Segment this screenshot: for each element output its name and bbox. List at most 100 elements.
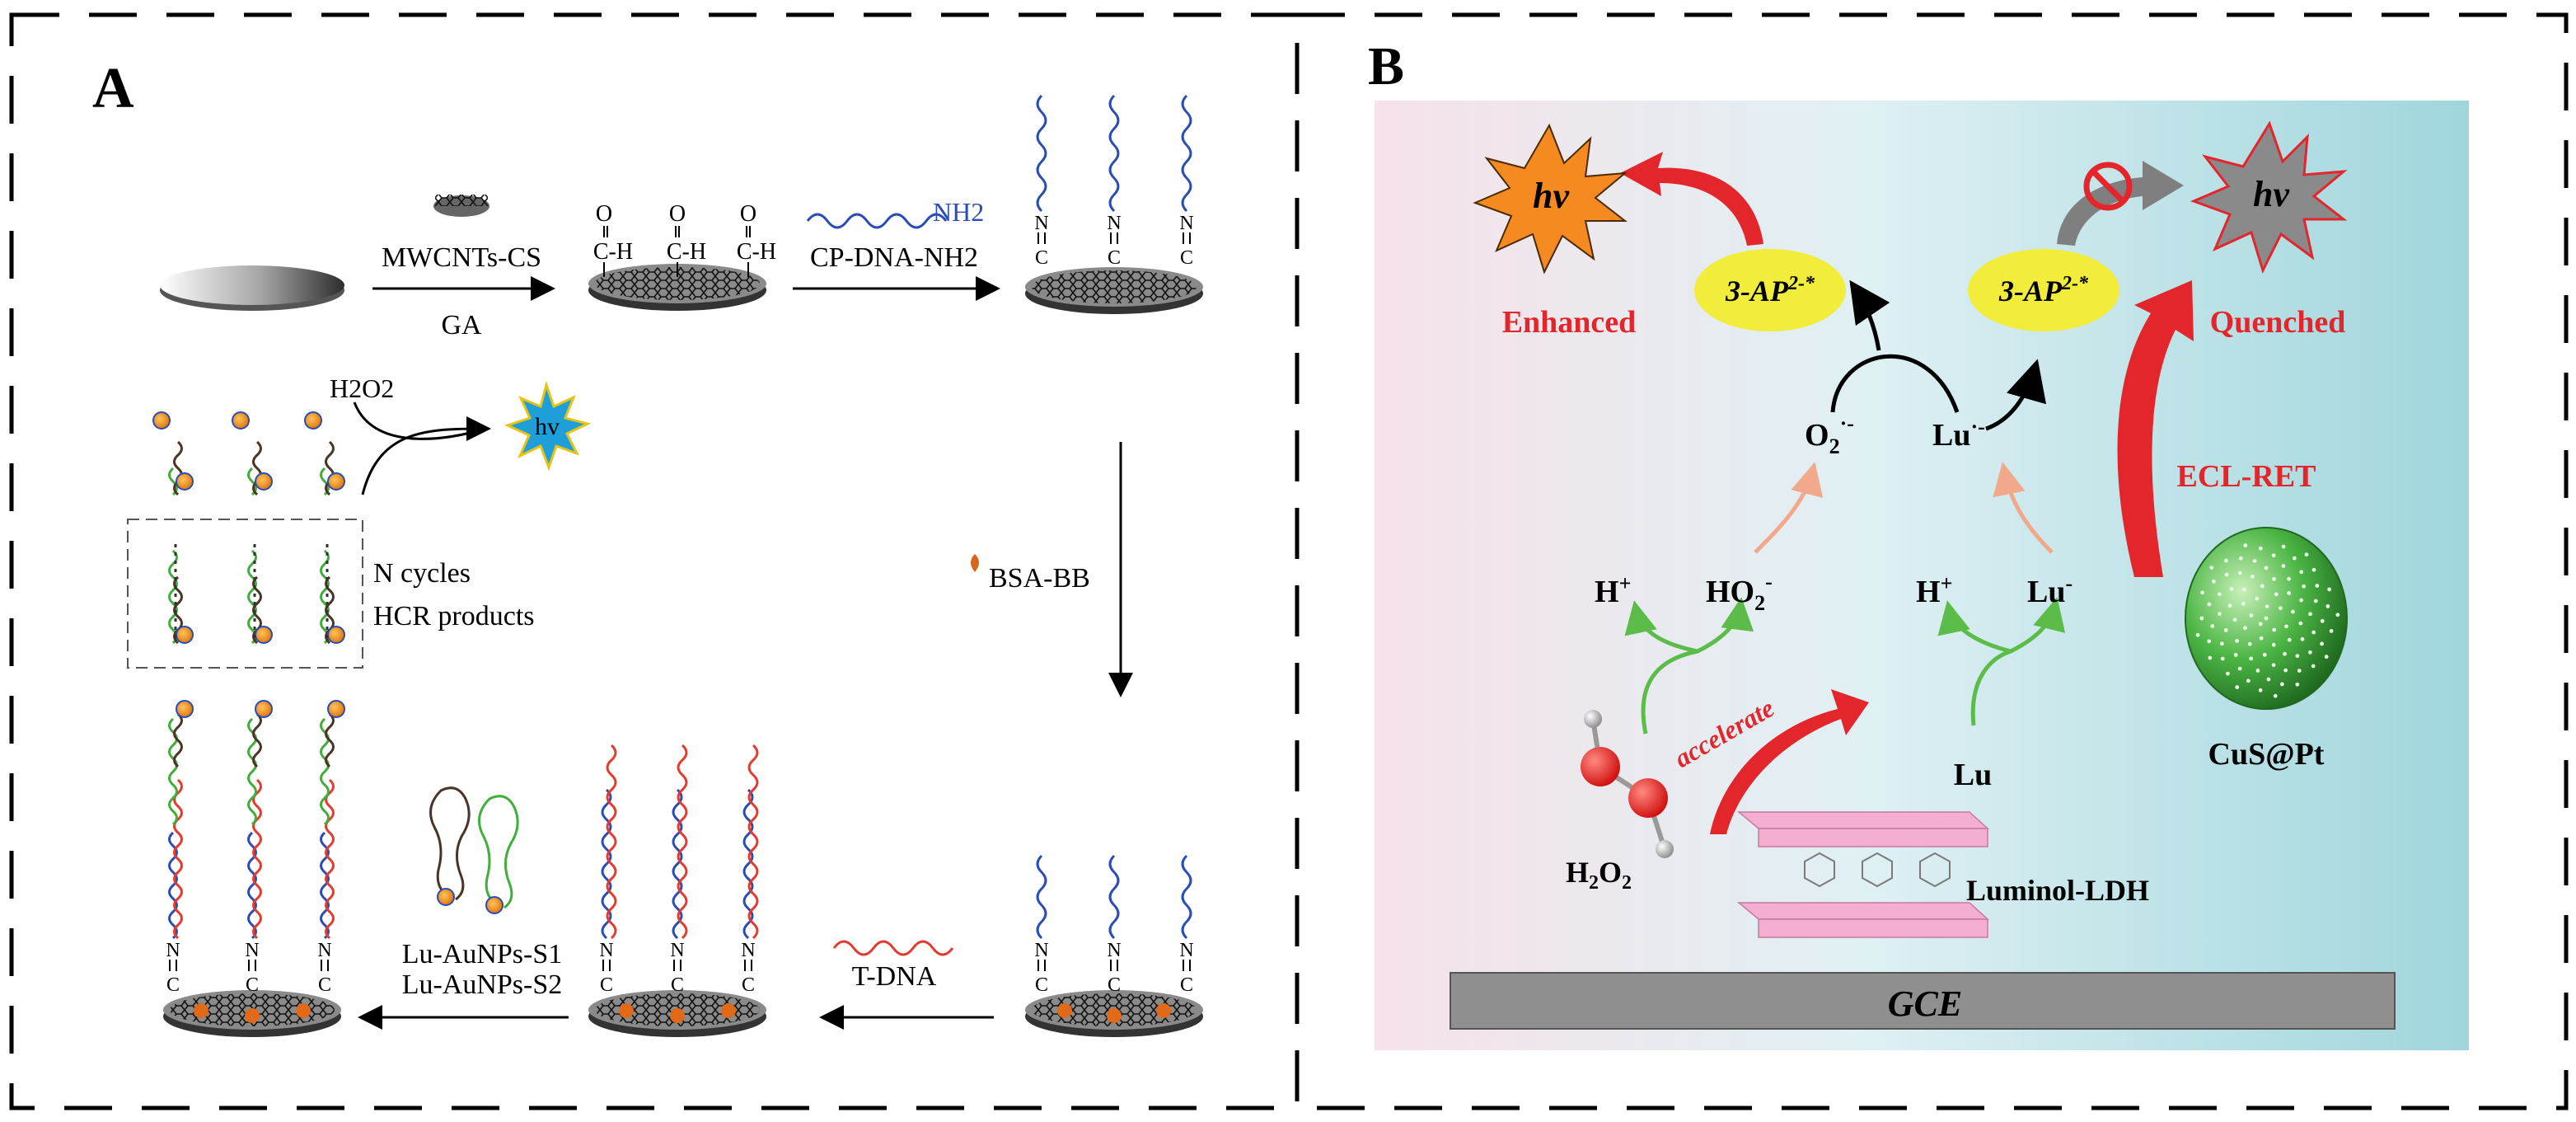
electrode-cp-dna xyxy=(1025,267,1203,314)
pt-nanodot xyxy=(2249,656,2254,661)
hcr-strand-segment xyxy=(320,549,330,645)
svg-text:C: C xyxy=(671,974,684,996)
lu-aunp-label xyxy=(327,700,345,718)
enhanced-arrow xyxy=(1620,152,1763,246)
ho2-minus: HO2- xyxy=(1706,570,1773,615)
pt-nanodot xyxy=(2278,606,2283,611)
luminol-ldh-layers xyxy=(1736,811,1989,938)
pt-nanodot xyxy=(2209,566,2214,570)
lu-aunp-label xyxy=(176,700,194,718)
svg-text:C: C xyxy=(600,974,613,996)
svg-text:N: N xyxy=(166,940,180,961)
pt-nanodot xyxy=(2262,652,2267,657)
mwcnts-icon xyxy=(433,195,489,217)
svg-text:H2O2: H2O2 xyxy=(1566,856,1632,894)
pt-nanodot xyxy=(2327,587,2332,592)
lu-aunp-label xyxy=(152,411,171,430)
pt-nanodot xyxy=(2243,626,2247,631)
pt-nanodot xyxy=(2335,613,2340,617)
pt-nanodot xyxy=(2258,622,2263,627)
pt-nanodot xyxy=(2299,598,2303,603)
pt-nanodot xyxy=(2218,612,2222,616)
svg-text:N: N xyxy=(245,940,259,961)
pt-nanodot xyxy=(2297,669,2302,673)
svg-text:C: C xyxy=(1108,247,1121,269)
svg-text:N: N xyxy=(599,940,613,961)
aldehyde-1: O C-H xyxy=(593,201,633,277)
lu-minus: Lu- xyxy=(2027,571,2073,609)
pt-nanodot xyxy=(2313,599,2318,603)
ldh-label: Luminol-LDH xyxy=(1966,874,2149,907)
h2o2-label-a: H2O2 xyxy=(330,373,394,403)
pt-nanodot xyxy=(2271,642,2276,647)
pt-nanodot xyxy=(2324,655,2329,660)
pt-nanodot xyxy=(2247,641,2252,646)
t-dna-label: T-DNA xyxy=(852,961,937,992)
pt-nanodot xyxy=(2287,591,2292,595)
bsa-bb-label: BSA-BB xyxy=(989,563,1090,594)
hcr-strand-segment xyxy=(247,549,257,645)
h-plus-left: H+ xyxy=(1595,571,1631,609)
hcr-strand-segment xyxy=(325,440,335,496)
cp-dna-strand-icon xyxy=(806,213,948,229)
quenched-label: Quenched xyxy=(2210,305,2346,340)
pt-nanodot xyxy=(2235,685,2240,689)
lu-aunp-label xyxy=(327,472,345,491)
hcr-strand-segment xyxy=(252,712,262,768)
orange-arrow-right xyxy=(1993,462,2054,554)
hcr-strand-segment xyxy=(168,717,178,826)
svg-text:N: N xyxy=(670,940,684,961)
pt-nanodot xyxy=(2287,576,2291,581)
pt-nanodot xyxy=(2291,609,2295,614)
pt-nanodot xyxy=(2243,543,2248,547)
cus-label: CuS@Pt xyxy=(2208,737,2325,772)
hcr-strand-segment xyxy=(325,778,335,940)
pt-nanodot xyxy=(2217,592,2222,597)
orange-arrow-left xyxy=(1754,462,1824,554)
hcr-strand-segment xyxy=(325,712,335,768)
svg-text:C: C xyxy=(1108,974,1121,996)
pt-nanodot xyxy=(2272,627,2277,632)
pt-nanodot xyxy=(2283,668,2288,673)
step2-label-bottom: CP-DNA-NH2 xyxy=(810,242,978,273)
panel-b-frame xyxy=(1295,12,2569,1110)
hv-label-enhanced: hv xyxy=(1533,176,1569,216)
pt-nanodot xyxy=(2233,653,2238,657)
pt-nanodot xyxy=(2249,613,2254,617)
lu-label: Lu xyxy=(1954,758,1992,792)
cycles-label-2: HCR products xyxy=(373,601,535,631)
bsa-bb-drop-icon xyxy=(971,554,979,572)
pt-nanodot xyxy=(2232,617,2237,622)
hcr-strand-segment xyxy=(247,717,257,826)
pt-nanodot xyxy=(2329,629,2334,633)
pt-nanodot xyxy=(2284,624,2288,629)
svg-text:C: C xyxy=(1180,974,1193,996)
pt-nanodot xyxy=(2235,638,2240,643)
o2-radical: O2·- xyxy=(1805,411,1854,458)
svg-text:C: C xyxy=(246,974,259,996)
hcr-strands xyxy=(152,411,345,940)
linker-top-1: N C xyxy=(1034,213,1048,269)
hv-star-blue xyxy=(503,380,592,472)
lu-aunp-label xyxy=(255,472,273,491)
pt-nanodot xyxy=(2304,552,2309,557)
pt-nanodot xyxy=(2226,671,2230,676)
pt-nanodot xyxy=(2325,604,2330,608)
gce-electrode xyxy=(1450,972,2396,1030)
lu-aunp-label xyxy=(255,700,273,718)
electrode-aldehyde: O C-H O C-H O C-H xyxy=(588,201,776,311)
pt-nanodot xyxy=(2264,616,2269,621)
pt-nanodot xyxy=(2287,637,2292,642)
step1-label-bottom: GA xyxy=(441,310,482,340)
pt-nanodot xyxy=(2320,641,2324,646)
lu-aunp-label xyxy=(304,411,322,430)
pt-nanodot xyxy=(2212,579,2216,584)
lu-aunp-label xyxy=(176,472,194,491)
light-arrow xyxy=(361,416,491,495)
hcr-strand-segment xyxy=(320,717,330,826)
pt-nanodot xyxy=(2302,584,2307,589)
lu-radical: Lu·- xyxy=(1932,415,1985,453)
pt-nanodot xyxy=(2258,546,2263,551)
ap-ellipse-left xyxy=(1694,249,1846,331)
svg-text:C: C xyxy=(1180,247,1193,269)
